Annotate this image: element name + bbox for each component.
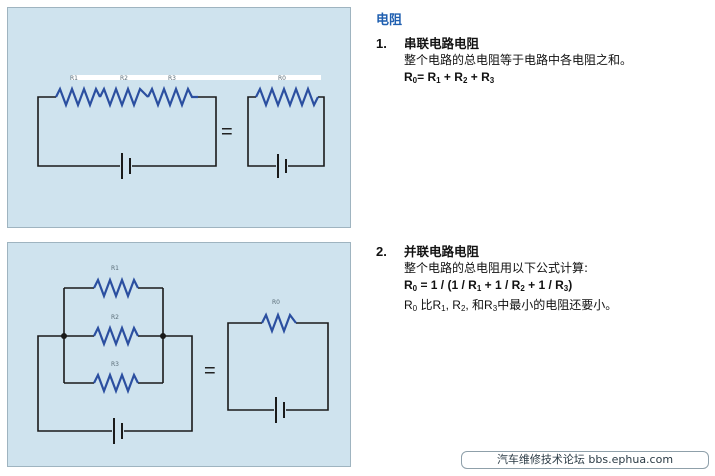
parallel-formula: R0 = 1 / (1 / R1 + 1 / R2 + 1 / R3) [404,278,573,293]
parallel-wire-left [37,335,112,432]
forum-watermark: 汽车维修技术论坛 bbs.ephua.com [461,451,709,469]
series-eq-wire-right [288,96,325,167]
parallel-description: 整个电路的总电阻用以下公式计算: [404,261,589,275]
equals-sign: = [221,121,233,143]
resistor-r3 [147,85,198,109]
parallel-circuit-diagram: R1 R2 R3 = R0 [7,242,351,467]
label-p-r3: R3 [111,361,119,368]
parallel-eq-wire-left [227,322,274,411]
label-p-r0: R0 [272,299,280,306]
resistor-r2 [99,85,149,109]
parallel-heading: 并联电路电阻 [404,244,480,259]
resistor-r0 [255,85,319,109]
label-r2: R2 [120,75,128,82]
label-r1: R1 [70,75,78,82]
resistor-r1 [55,85,101,109]
parallel-equals-sign: = [204,360,216,382]
parallel-wire-right [124,335,193,432]
series-description: 整个电路的总电阻等于电路中各电阻之和。 [404,53,633,67]
series-eq-wire-left [247,96,276,167]
resistor-p-r3 [93,371,139,395]
label-r0: R0 [278,75,286,82]
series-formula: R0= R1 + R2 + R3 [404,70,495,85]
series-circuit-svg: R1 R2 R3 = R0 [37,75,325,179]
resistor-p-r1 [93,276,139,300]
label-p-r1: R1 [111,265,119,272]
resistor-p-r0 [261,311,297,335]
label-r3: R3 [168,75,176,82]
series-wire-right [132,96,217,167]
series-heading: 串联电路电阻 [404,36,480,51]
parallel-circuit-svg: R1 R2 R3 = R0 [37,265,329,444]
label-p-r2: R2 [111,314,119,321]
series-circuit-diagram: R1 R2 R3 = R0 [7,7,351,228]
series-wire-left [37,96,120,167]
parallel-note: R0 比R1, R2, 和R3中最小的电阻还要小。 [404,298,618,313]
highlight-bar [71,75,321,80]
resistor-p-r2 [93,324,139,348]
page-title: 电阻 [376,13,403,28]
parallel-eq-wire-right [286,322,329,411]
parallel-number: 2. [376,244,387,259]
series-number: 1. [376,36,387,51]
